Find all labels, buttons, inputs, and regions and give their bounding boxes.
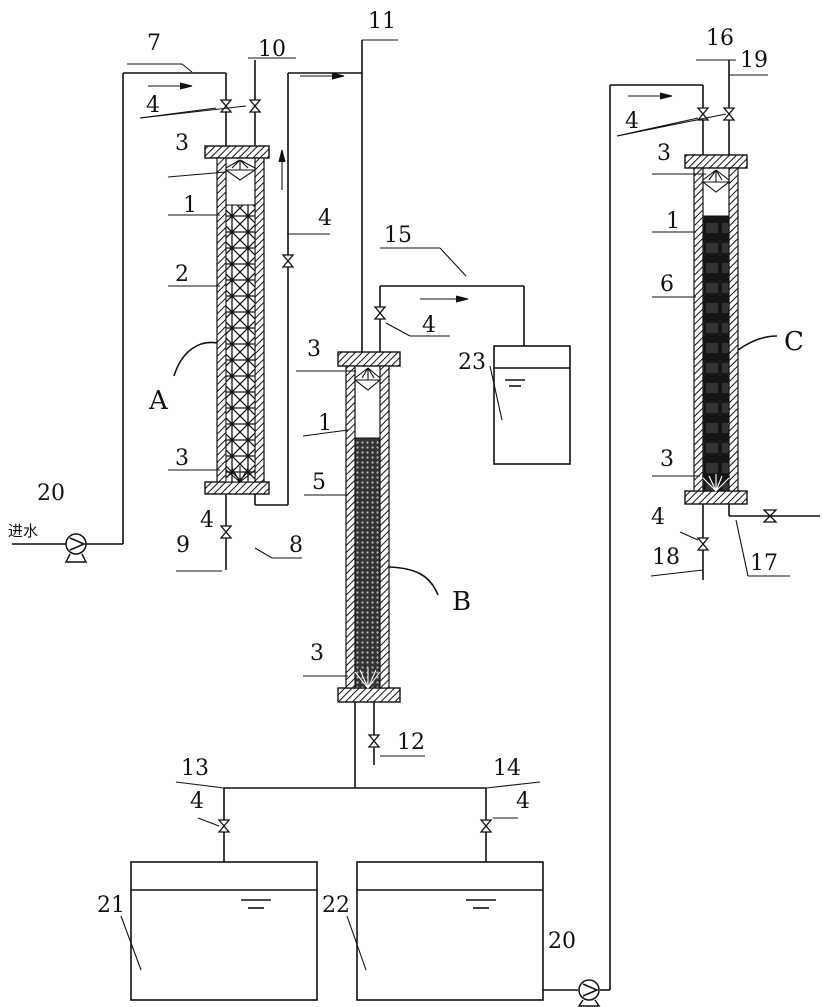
tank-23 — [493, 345, 571, 465]
tank-22 — [356, 861, 544, 1001]
label-inlet: 进水 — [8, 522, 38, 540]
label-4-inlet-a: 4 — [146, 93, 160, 118]
label-11: 11 — [368, 9, 396, 34]
label-3-top-c: 3 — [657, 141, 671, 166]
label-22: 22 — [322, 893, 350, 918]
label-4-drain-9: 4 — [200, 508, 214, 533]
distributor-bottom-a — [225, 466, 256, 483]
label-18: 18 — [652, 545, 680, 570]
distributor-bottom-b — [354, 668, 381, 689]
label-9: 9 — [176, 533, 190, 558]
flow-arrows — [148, 72, 673, 303]
tank-21 — [130, 861, 318, 1001]
label-A: A — [148, 386, 169, 416]
label-4-tank-21: 4 — [190, 789, 204, 814]
label-19: 19 — [740, 48, 768, 73]
distributor-bottom-c — [702, 474, 730, 492]
valve-outlet-17 — [762, 509, 778, 523]
label-5: 5 — [312, 470, 326, 495]
valve-drain-9 — [219, 525, 233, 539]
distributor-top-a — [224, 159, 257, 181]
valve-line-15 — [373, 306, 387, 320]
valve-inlet-a — [219, 99, 233, 113]
label-3-bottom-a: 3 — [175, 446, 189, 471]
label-20-right: 20 — [548, 929, 576, 954]
label-20-left: 20 — [37, 481, 65, 506]
leader-lines — [120, 39, 790, 971]
label-13: 13 — [181, 756, 209, 781]
valve-tank-21 — [217, 819, 231, 833]
pump-left[interactable] — [64, 533, 88, 563]
valve-line-8 — [281, 254, 295, 268]
valve-drain-12 — [367, 734, 381, 748]
valve-drain-18 — [696, 537, 710, 551]
label-14: 14 — [493, 756, 521, 781]
label-12: 12 — [397, 730, 425, 755]
valve-vent-19 — [722, 107, 736, 121]
label-16: 16 — [706, 26, 734, 51]
label-3-top-b: 3 — [307, 337, 321, 362]
label-4-tank-22: 4 — [516, 789, 530, 814]
label-4-line-8: 4 — [318, 206, 332, 231]
label-3-top-a: 3 — [175, 131, 189, 156]
label-4-inlet-c: 4 — [625, 109, 639, 134]
label-4-drain-18: 4 — [651, 505, 665, 530]
label-3-bottom-b: 3 — [310, 641, 324, 666]
distributor-top-b — [353, 367, 382, 391]
label-C: C — [784, 327, 804, 357]
label-4-line-15: 4 — [422, 313, 436, 338]
column-a — [204, 145, 270, 495]
column-c — [684, 154, 748, 505]
valve-vent-10 — [248, 99, 262, 113]
label-10: 10 — [258, 37, 286, 62]
label-6: 6 — [660, 272, 674, 297]
label-7: 7 — [147, 31, 161, 56]
label-23: 23 — [458, 350, 486, 375]
sample-ports — [173, 335, 778, 596]
label-1-a: 1 — [183, 193, 197, 218]
label-17: 17 — [750, 551, 778, 576]
label-21: 21 — [97, 893, 125, 918]
label-B: B — [452, 587, 471, 617]
label-2: 2 — [175, 262, 189, 287]
label-1-c: 1 — [666, 209, 680, 234]
column-b — [337, 351, 401, 703]
label-3-bottom-c: 3 — [660, 447, 674, 472]
pump-right[interactable] — [577, 979, 601, 1007]
label-8: 8 — [289, 533, 303, 558]
label-1-b: 1 — [318, 411, 332, 436]
distributor-top-c — [701, 169, 731, 193]
valves[interactable] — [217, 99, 778, 833]
label-15: 15 — [384, 223, 412, 248]
valve-tank-22 — [479, 819, 493, 833]
